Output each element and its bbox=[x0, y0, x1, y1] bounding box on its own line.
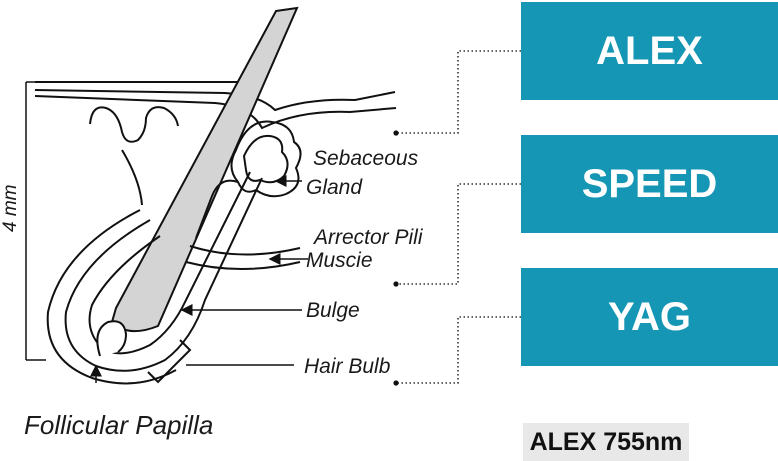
selected-wavelength-badge: ALEX 755nm bbox=[523, 423, 689, 461]
label-arrector-pili: Arrector Pili bbox=[312, 226, 424, 249]
depth-connectors bbox=[398, 51, 521, 383]
yag-button[interactable]: YAG bbox=[521, 268, 778, 366]
arrector-pili-muscle bbox=[186, 246, 300, 269]
scale-label: 4 mm bbox=[0, 185, 21, 233]
label-follicular-papilla: Follicular Papilla bbox=[24, 410, 213, 440]
speed-button[interactable]: SPEED bbox=[521, 135, 778, 233]
scale-bar bbox=[26, 82, 46, 360]
hair-follicle bbox=[48, 8, 297, 383]
label-muscie: Muscie bbox=[306, 249, 373, 272]
alex-button[interactable]: ALEX bbox=[521, 2, 778, 100]
label-bulge: Bulge bbox=[306, 299, 360, 322]
label-hair-bulb: Hair Bulb bbox=[304, 355, 391, 378]
label-gland: Gland bbox=[306, 176, 363, 199]
label-sebaceous: Sebaceous bbox=[313, 147, 419, 170]
